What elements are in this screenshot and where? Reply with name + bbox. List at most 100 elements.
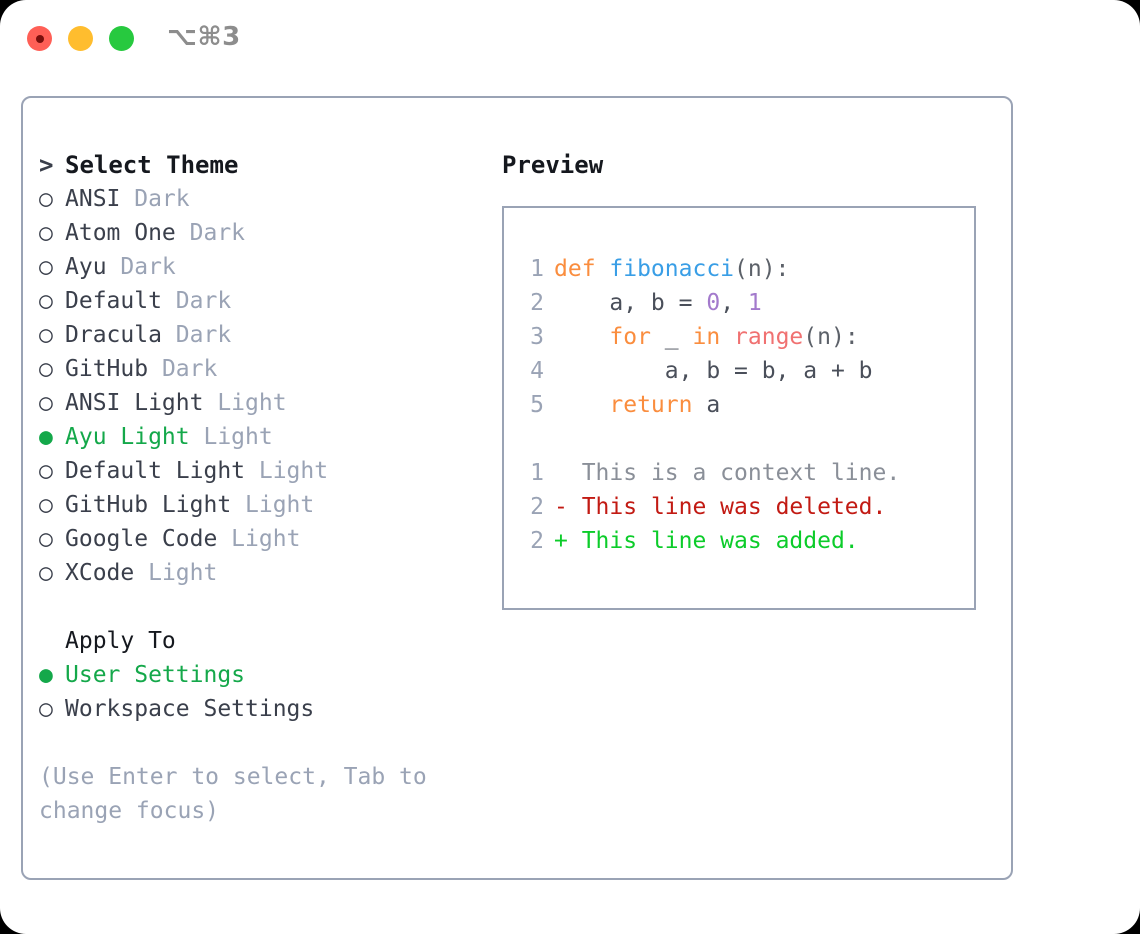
diff-text: This is a context line. [567, 460, 901, 486]
radio-unselected-icon: ○ [39, 220, 53, 246]
diff-line-number: 2 [530, 528, 544, 554]
theme-variant-badge: Light [203, 390, 287, 416]
diff-spacer [522, 422, 974, 456]
code-line-number: 5 [530, 392, 544, 418]
code-token: (n): [734, 256, 790, 282]
list-spacer [39, 590, 479, 624]
window-controls [27, 26, 134, 51]
keyboard-hint: (Use Enter to select, Tab to change focu… [39, 764, 427, 824]
apply-to-item[interactable]: ○ Workspace Settings [39, 692, 479, 726]
theme-name: XCode [65, 560, 135, 586]
code-line-number: 3 [530, 324, 544, 350]
theme-variant-badge: Light [245, 458, 329, 484]
theme-list-item[interactable]: ○Google Code Light [39, 522, 479, 556]
radio-unselected-icon: ○ [39, 254, 53, 280]
code-token: (n): [803, 324, 859, 350]
diff-line: 2 + This line was added. [522, 524, 974, 558]
code-token: def [554, 256, 610, 282]
code-token: 1 [747, 290, 762, 316]
apply-to-list: ●User Settings ○ Workspace Settings [39, 658, 479, 726]
code-token: 0 [706, 290, 721, 316]
diff-sign: - [554, 494, 568, 520]
theme-list-item[interactable]: ○ Default Light Light [39, 454, 479, 488]
code-token: , [720, 290, 748, 316]
code-token [554, 392, 609, 418]
hint-spacer [39, 726, 479, 760]
code-line-number: 4 [530, 358, 544, 384]
diff-text: This line was added. [567, 528, 859, 554]
keyboard-shortcut-label: ⌥⌘3 [167, 22, 241, 52]
diff-line-number: 1 [530, 460, 544, 486]
prompt-caret-icon: > [39, 151, 54, 179]
theme-name: Dracula [65, 322, 162, 348]
theme-variant-badge: Dark [120, 186, 190, 212]
theme-variant-badge: Dark [106, 254, 176, 280]
theme-list-item[interactable]: ○Atom One Dark [39, 216, 479, 250]
radio-unselected-icon: ○ [39, 356, 53, 382]
code-token: a [692, 392, 721, 418]
apply-to-heading-label: Apply To [65, 628, 176, 654]
radio-unselected-icon: ○ [39, 458, 53, 484]
code-token: fibonacci [609, 256, 735, 282]
code-token: range [734, 324, 804, 350]
apply-to-heading: Apply To [39, 624, 479, 658]
minimize-window-button[interactable] [68, 26, 93, 51]
theme-name: GitHub Light [65, 492, 232, 518]
code-token [720, 324, 734, 350]
radio-unselected-icon: ○ [39, 288, 53, 314]
code-token: a, b = b, a + b [554, 358, 873, 384]
code-line: 5 return a [522, 388, 974, 422]
theme-name: Default [65, 288, 162, 314]
radio-unselected-icon: ○ [39, 696, 53, 722]
code-line: 3 for _ in range(n): [522, 320, 974, 354]
preview-title: Preview [502, 151, 604, 179]
radio-unselected-icon: ○ [39, 560, 53, 586]
theme-variant-badge: Dark [148, 356, 218, 382]
diff-sign: + [554, 528, 568, 554]
radio-unselected-icon: ○ [39, 186, 53, 212]
close-window-button[interactable] [27, 26, 52, 51]
diff-line: 2- This line was deleted. [522, 490, 974, 524]
radio-selected-icon: ● [39, 424, 53, 450]
theme-list-item[interactable]: ○ ANSI Dark [39, 182, 479, 216]
theme-variant-badge: Light [231, 492, 315, 518]
theme-list-item[interactable]: ○ XCode Light [39, 556, 479, 590]
radio-unselected-icon: ○ [39, 322, 53, 348]
radio-selected-icon: ● [39, 662, 53, 688]
theme-name: Atom One [65, 220, 176, 246]
theme-list-item[interactable]: ○GitHub Dark [39, 352, 479, 386]
radio-unselected-icon: ○ [39, 492, 53, 518]
theme-list-item[interactable]: ○ GitHub Light Light [39, 488, 479, 522]
theme-name: Default Light [65, 458, 246, 484]
theme-variant-badge: Dark [161, 322, 232, 348]
diff-text: This line was deleted. [567, 494, 887, 520]
diff-sign [554, 460, 568, 486]
theme-list-item[interactable]: ○ Dracula Dark [39, 318, 479, 352]
code-token: a, b = [554, 290, 707, 316]
theme-list-item[interactable]: ○Default Dark [39, 284, 479, 318]
zoom-window-button[interactable] [109, 26, 134, 51]
code-token: for [609, 324, 651, 350]
apply-to-label: Workspace Settings [65, 696, 315, 722]
theme-variant-badge: Light [189, 424, 273, 450]
theme-list-item[interactable]: ○ ANSI Light Light [39, 386, 479, 420]
theme-list-item[interactable]: ○Ayu Dark [39, 250, 479, 284]
theme-name: ANSI Light [65, 390, 204, 416]
theme-list-column: >Select Theme ○ANSI Dark○Atom One Dark○A… [39, 148, 479, 828]
theme-variant-badge: Light [217, 526, 301, 552]
code-token: in [692, 324, 721, 350]
apply-to-item[interactable]: ●User Settings [39, 658, 479, 692]
code-line-number: 2 [530, 290, 544, 316]
radio-unselected-icon: ○ [39, 526, 53, 552]
diff-line: 1 This is a context line. [522, 456, 974, 490]
select-theme-heading-label: Select Theme [65, 151, 239, 179]
theme-name: ANSI [65, 186, 121, 212]
theme-variant-badge: Light [134, 560, 218, 586]
diff-line-number: 2 [530, 494, 544, 520]
code-line-number: 1 [530, 256, 544, 282]
radio-unselected-icon: ○ [39, 390, 53, 416]
theme-list-item[interactable]: ●Ayu Light Light [39, 420, 479, 454]
